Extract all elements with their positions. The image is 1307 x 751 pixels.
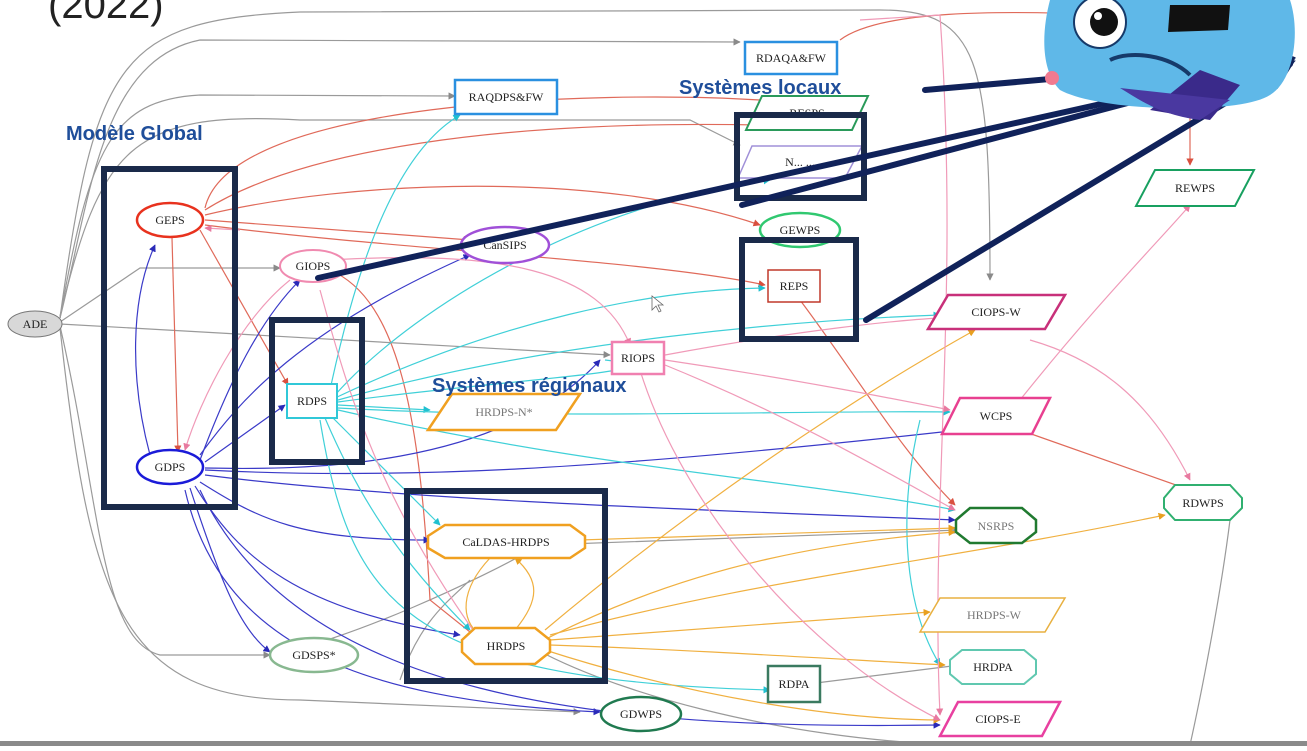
- node-caldas-hrdps-label: CaLDAS-HRDPS: [462, 535, 549, 549]
- node-raqdps-fw-label: RAQDPS&FW: [469, 90, 544, 104]
- node-ciops-w[interactable]: CIOPS-W: [925, 293, 1068, 331]
- node-nemo-label: N... ...: [785, 155, 815, 169]
- node-rdpa[interactable]: RDPA: [766, 664, 822, 704]
- title-fragment: (2022): [48, 0, 164, 27]
- node-wcps[interactable]: WCPS: [939, 396, 1053, 436]
- node-hrdps-w[interactable]: HRDPS-W: [918, 597, 1067, 633]
- box-regional-hrdps: [404, 488, 608, 684]
- node-gdps-label: GDPS: [155, 460, 186, 474]
- node-rdaqa-fw[interactable]: RDAQA&FW: [743, 40, 839, 76]
- node-rdps[interactable]: RDPS: [286, 383, 338, 419]
- node-riops-label: RIOPS: [621, 351, 655, 365]
- node-gdwps[interactable]: GDWPS: [599, 695, 683, 733]
- edges-pink: [183, 14, 1191, 721]
- node-hrdps-n-label: HRDPS-N*: [475, 405, 532, 419]
- node-reps[interactable]: REPS: [767, 269, 821, 303]
- node-reps-label: REPS: [780, 279, 809, 293]
- mouse-cursor-icon: [651, 295, 665, 313]
- annotation-boxes: [101, 112, 867, 684]
- node-gdps[interactable]: GDPS: [135, 448, 205, 486]
- bottom-scrollbar: [0, 741, 1307, 746]
- node-giops[interactable]: GIOPS: [279, 249, 347, 283]
- node-nsrps[interactable]: NSRPS: [954, 506, 1038, 545]
- node-gdsps-label: GDSPS*: [292, 648, 335, 662]
- node-rdaqa-fw-label: RDAQA&FW: [756, 51, 827, 65]
- node-wcps-label: WCPS: [980, 409, 1013, 423]
- box-global-model: [101, 166, 238, 510]
- node-hrdps[interactable]: HRDPS: [460, 626, 552, 666]
- node-ciops-e-label: CIOPS-E: [975, 712, 1020, 726]
- node-riops[interactable]: RIOPS: [610, 340, 666, 376]
- node-giops-label: GIOPS: [296, 259, 331, 273]
- node-geps-label: GEPS: [155, 213, 184, 227]
- node-rdps-label: RDPS: [297, 394, 327, 408]
- node-rewps[interactable]: REWPS: [1134, 169, 1256, 207]
- box-local-reps: [739, 237, 859, 342]
- node-ade[interactable]: ADE: [7, 310, 63, 338]
- node-hrdpa[interactable]: HRDPA: [949, 649, 1037, 685]
- edges-gray: [59, 9, 1231, 746]
- label-local-systems: Systèmes locaux: [679, 77, 841, 99]
- node-hrdpa-label: HRDPA: [973, 660, 1013, 674]
- node-raqdps-fw[interactable]: RAQDPS&FW: [453, 78, 559, 116]
- node-rdwps[interactable]: RDWPS: [1163, 484, 1243, 521]
- node-rewps-label: REWPS: [1175, 181, 1215, 195]
- node-ciops-e[interactable]: CIOPS-E: [937, 700, 1063, 738]
- edges-orange: [465, 329, 1166, 724]
- node-gewps-label: GEWPS: [780, 223, 821, 237]
- node-hrdps-w-label: HRDPS-W: [967, 608, 1022, 622]
- box-regional-rdps: [269, 317, 365, 465]
- node-rdwps-label: RDWPS: [1182, 496, 1223, 510]
- node-ciops-w-label: CIOPS-W: [971, 305, 1021, 319]
- label-global-model: Modèle Global: [66, 123, 203, 145]
- node-gdwps-label: GDWPS: [620, 707, 662, 721]
- node-caldas-hrdps[interactable]: CaLDAS-HRDPS: [426, 523, 587, 560]
- label-regional-systems: Systèmes régionaux: [432, 375, 627, 397]
- node-hrdps-n[interactable]: HRDPS-N*: [425, 392, 583, 432]
- node-hrdps-label: HRDPS: [487, 639, 526, 653]
- node-nsrps-label: NSRPS: [978, 519, 1015, 533]
- mascot-illustration: [1044, 0, 1295, 120]
- edges-cyan: [319, 114, 956, 694]
- node-geps[interactable]: GEPS: [135, 201, 205, 239]
- node-rdpa-label: RDPA: [779, 677, 810, 691]
- node-gdsps[interactable]: GDSPS*: [268, 636, 360, 674]
- node-ade-label: ADE: [23, 317, 48, 331]
- node-cansips[interactable]: CanSIPS: [459, 225, 551, 265]
